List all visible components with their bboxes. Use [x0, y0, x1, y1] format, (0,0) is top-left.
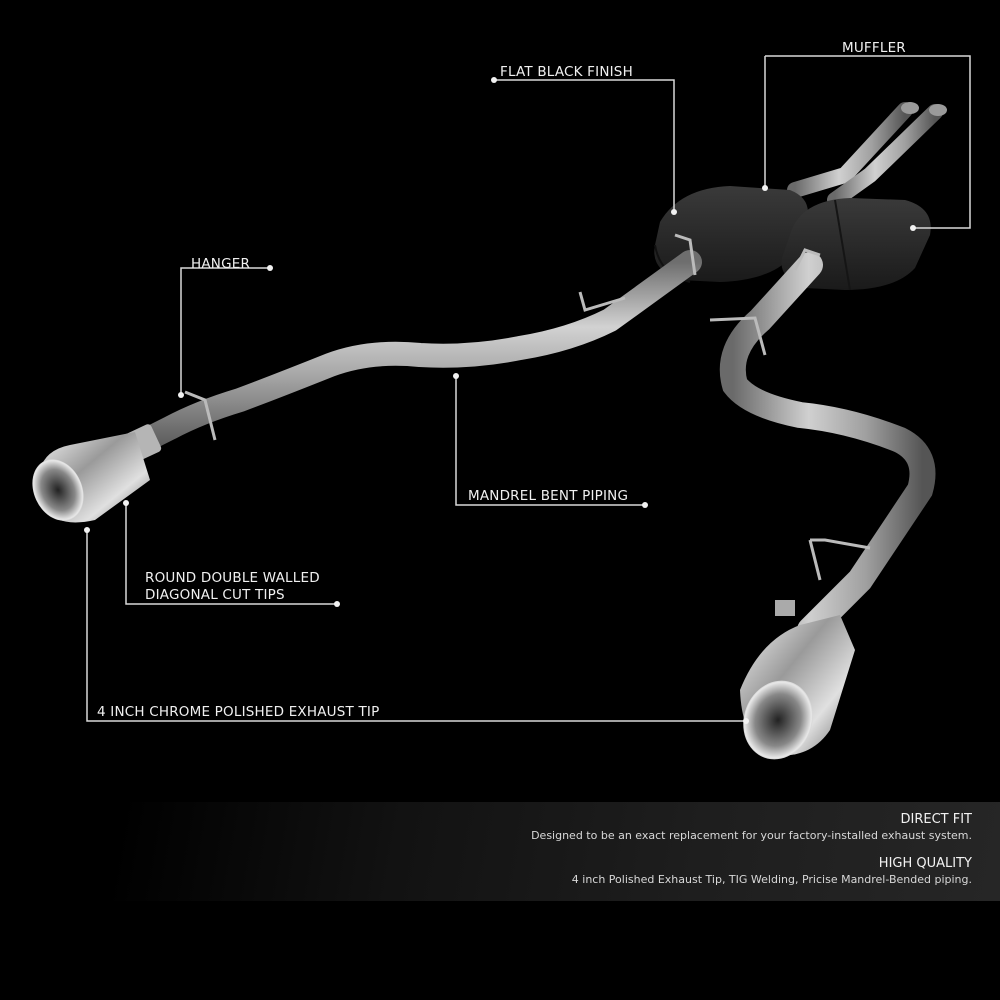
right-pipe	[709, 248, 936, 643]
feature-high-quality: HIGH QUALITY 4 inch Polished Exhaust Tip…	[572, 856, 972, 887]
callout-round-tips-line2: DIAGONAL CUT TIPS	[145, 587, 285, 603]
callout-muffler: MUFFLER	[842, 40, 906, 56]
callout-round-tips-line1: ROUND DOUBLE WALLED	[145, 570, 320, 586]
inlet-pipes	[787, 102, 947, 208]
right-exhaust-tip	[740, 600, 855, 760]
left-exhaust-tip	[32, 432, 150, 523]
feature-title: HIGH QUALITY	[878, 856, 972, 871]
feature-description: Designed to be an exact replacement for …	[531, 829, 972, 842]
feature-direct-fit: DIRECT FIT Designed to be an exact repla…	[531, 812, 972, 843]
callout-hanger: HANGER	[191, 256, 251, 272]
callout-flat-black-finish: FLAT BLACK FINISH	[500, 64, 633, 80]
features-panel: DIRECT FIT Designed to be an exact repla…	[0, 802, 1000, 901]
callout-lines	[86, 55, 971, 722]
feature-description: 4 inch Polished Exhaust Tip, TIG Welding…	[571, 873, 972, 886]
callout-mandrel-bent-piping: MANDREL BENT PIPING	[468, 488, 629, 504]
callout-dots	[84, 77, 916, 724]
feature-title: DIRECT FIT	[900, 812, 973, 827]
callout-chrome-tip: 4 INCH CHROME POLISHED EXHAUST TIP	[97, 704, 380, 720]
